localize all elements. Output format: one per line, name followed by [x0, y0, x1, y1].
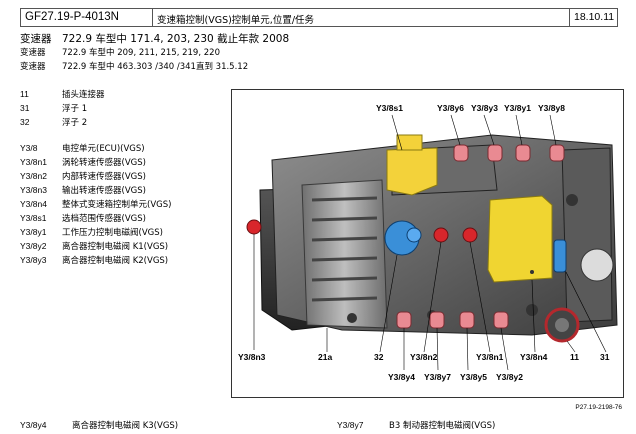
callout-31: 31 [600, 352, 610, 362]
legend-item: Y3/8y4 离合器控制电磁阀 K3(VGS) [20, 419, 178, 431]
scope-line: 变速器 722.9 车型中 209, 211, 215, 219, 220 [20, 46, 220, 58]
callout-y3-8n1: Y3/8n1 [476, 352, 504, 362]
leader-lines [253, 114, 607, 371]
callout-y3-8y1: Y3/8y1 [504, 103, 531, 113]
legend-text: 选档范围传感器(VGS) [62, 214, 146, 224]
callout-y3-8y7: Y3/8y7 [424, 372, 451, 382]
scope-label: 变速器 [20, 33, 52, 45]
legend-text: 离合器控制电磁阀 K2(VGS) [62, 256, 169, 266]
solenoid-valves-bottom [396, 311, 509, 329]
legend-code: Y3/8n3 [20, 185, 47, 195]
scope-line: 变速器 722.9 车型中 171.4, 203, 230 截止年款 2008 [20, 31, 289, 46]
callout-y3-8y8: Y3/8y8 [538, 103, 565, 113]
solenoid-valves-top [453, 144, 565, 162]
callout-y3-8y2: Y3/8y2 [496, 372, 523, 382]
callout-32: 32 [374, 352, 384, 362]
legend-item: 31 浮子 1 [20, 102, 87, 114]
legend-item: Y3/8 电控单元(ECU)(VGS) [20, 142, 145, 154]
legend-code: 32 [20, 117, 30, 127]
callout-y3-8y3: Y3/8y3 [471, 103, 498, 113]
legend-text: 离合器控制电磁阀 K3(VGS) [72, 421, 179, 431]
legend-text: B3 制动器控制电磁阀(VGS) [389, 421, 496, 431]
legend-text: 整体式变速箱控制单元(VGS) [62, 200, 172, 210]
document-date: 18.10.11 [574, 11, 615, 23]
callout-11: 11 [570, 352, 579, 362]
legend-item: Y3/8n4 整体式变速箱控制单元(VGS) [20, 198, 171, 210]
scope-line: 变速器 722.9 车型中 463.303 /340 /341直到 31.5.12 [20, 60, 248, 72]
legend-item: Y3/8n3 输出转速传感器(VGS) [20, 184, 146, 196]
document-title: 变速箱控制(VGS)控制单元,位置/任务 [153, 9, 570, 26]
scope-text: 722.9 车型中 209, 211, 215, 219, 220 [62, 48, 220, 58]
legend-item: Y3/8y1 工作压力控制电磁阀(VGS) [20, 226, 163, 238]
callout-21a: 21a [318, 352, 332, 362]
document-id: GF27.19-P-4013N [21, 9, 153, 26]
scope-label: 变速器 [20, 48, 46, 58]
legend-text: 浮子 2 [62, 118, 88, 128]
legend-code: Y3/8y1 [20, 227, 47, 237]
speed-sensor-red [246, 219, 580, 343]
legend-code: Y3/8y2 [20, 241, 47, 251]
integral-control-unit [487, 195, 553, 283]
legend-code: Y3/8 [20, 143, 38, 153]
legend-text: 电控单元(ECU)(VGS) [62, 144, 145, 154]
legend-code: Y3/8y3 [20, 255, 47, 265]
figure-id: P27.19-2198-76 [575, 404, 622, 411]
legend-item: Y3/8n1 涡轮转速传感器(VGS) [20, 156, 146, 168]
legend-item: 32 浮子 2 [20, 116, 87, 128]
legend-code: Y3/8n2 [20, 171, 47, 181]
legend-text: 浮子 1 [62, 104, 88, 114]
legend-text: 工作压力控制电磁阀(VGS) [62, 228, 163, 238]
scope-label: 变速器 [20, 62, 46, 72]
legend-text: 内部转速传感器(VGS) [62, 172, 146, 182]
selector-range-sensor [386, 134, 438, 196]
legend-code: Y3/8s1 [20, 213, 47, 223]
legend-code: Y3/8y4 [20, 420, 47, 430]
float-2 [384, 220, 422, 256]
callout-y3-8s1: Y3/8s1 [376, 103, 403, 113]
legend-text: 输出转速传感器(VGS) [62, 186, 146, 196]
control-unit-illustration: Y3/8s1 Y3/8y6 Y3/8y3 Y3/8y1 Y3/8y8 Y3/8n… [238, 103, 618, 382]
callout-labels: Y3/8s1 Y3/8y6 Y3/8y3 Y3/8y1 Y3/8y8 Y3/8n… [238, 103, 610, 382]
legend-item: Y3/8y2 离合器控制电磁阀 K1(VGS) [20, 240, 168, 252]
control-unit-figure: Y3/8s1 Y3/8y6 Y3/8y3 Y3/8y1 Y3/8y8 Y3/8n… [231, 89, 624, 398]
legend-code: 11 [20, 89, 29, 99]
scope-text: 722.9 车型中 171.4, 203, 230 截止年款 2008 [62, 33, 290, 45]
legend-code: Y3/8n1 [20, 157, 47, 167]
callout-y3-8y5: Y3/8y5 [460, 372, 487, 382]
scope-text: 722.9 车型中 463.303 /340 /341直到 31.5.12 [62, 62, 249, 72]
legend-text: 涡轮转速传感器(VGS) [62, 158, 146, 168]
legend-item: Y3/8n2 内部转速传感器(VGS) [20, 170, 146, 182]
legend-item: 11 插头连接器 [20, 88, 105, 100]
legend-code: Y3/8y7 [337, 420, 364, 430]
legend-text: 离合器控制电磁阀 K1(VGS) [62, 242, 169, 252]
legend-code: Y3/8n4 [20, 199, 47, 209]
legend-text: 插头连接器 [62, 90, 105, 100]
callout-y3-8y4: Y3/8y4 [388, 372, 415, 382]
legend-item: Y3/8s1 选档范围传感器(VGS) [20, 212, 146, 224]
legend-item: Y3/8y7 B3 制动器控制电磁阀(VGS) [337, 419, 495, 431]
legend-code: 31 [20, 103, 30, 113]
callout-y3-8y6: Y3/8y6 [437, 103, 464, 113]
float-1 [553, 239, 567, 273]
callout-y3-8n3: Y3/8n3 [238, 352, 266, 362]
legend-item: Y3/8y3 离合器控制电磁阀 K2(VGS) [20, 254, 168, 266]
callout-y3-8n2: Y3/8n2 [410, 352, 438, 362]
document-header: GF27.19-P-4013N 变速箱控制(VGS)控制单元,位置/任务 18.… [20, 8, 618, 27]
callout-y3-8n4: Y3/8n4 [520, 352, 548, 362]
